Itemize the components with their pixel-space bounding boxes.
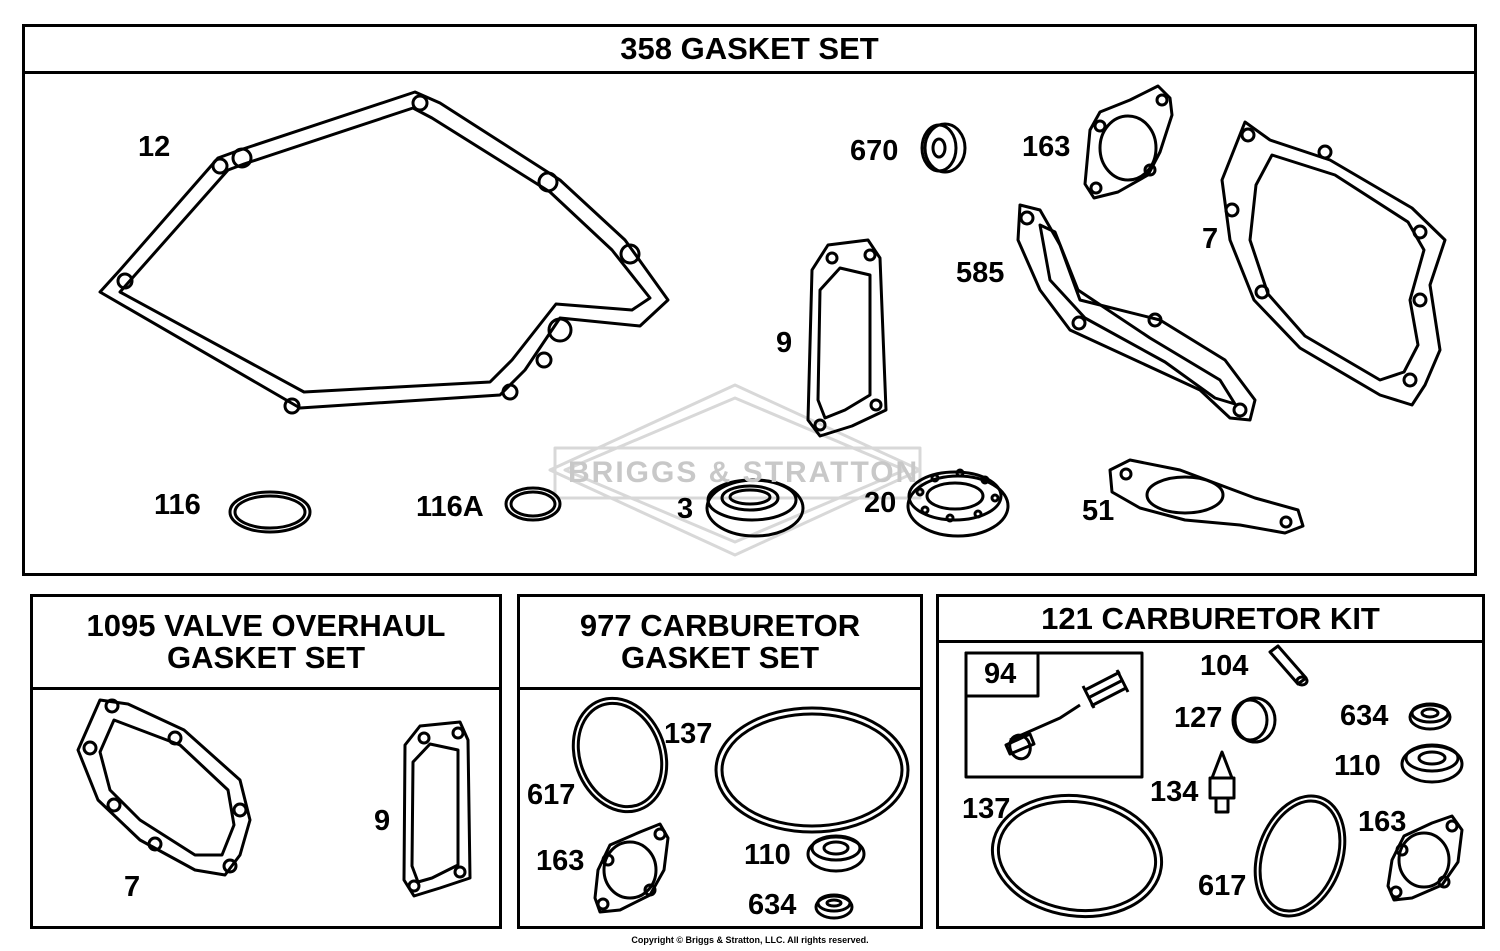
gasket-137-kit (990, 793, 1164, 919)
gasket-585 (1016, 203, 1257, 422)
gasket-163-top (1083, 84, 1174, 200)
copyright-notice: Copyright © Briggs & Stratton, LLC. All … (631, 935, 869, 945)
crankcase-gasket-12 (98, 90, 670, 415)
label-163-kit: 163 (1358, 806, 1407, 838)
label-137-977: 137 (664, 718, 713, 750)
label-127: 127 (1174, 702, 1223, 734)
head-gasket-7-top (1220, 120, 1447, 407)
label-617-kit: 617 (1198, 870, 1247, 902)
washer-634-kit (1408, 702, 1452, 731)
label-20: 20 (864, 487, 897, 519)
label-670: 670 (850, 135, 899, 167)
label-163-top: 163 (1022, 131, 1071, 163)
seal-20 (906, 468, 1010, 538)
gasket-137-977 (714, 706, 910, 834)
label-94: 94 (984, 658, 1017, 690)
panel-title-text: 121 CARBURETOR KIT (1041, 600, 1380, 636)
washer-670 (920, 122, 967, 174)
panel-title-line2: GASKET SET (166, 640, 366, 675)
needle-valve-94 (1004, 669, 1130, 761)
needle-valve-box-94 (964, 651, 1144, 779)
panel-title: 358 GASKET SET (25, 27, 1474, 74)
head-gasket-7-valve (76, 698, 252, 877)
oil-seal-3 (705, 478, 805, 538)
label-137-kit: 137 (962, 793, 1011, 825)
needle-134 (1208, 750, 1236, 814)
label-51: 51 (1082, 495, 1115, 527)
label-104: 104 (1200, 650, 1249, 682)
label-9-valve: 9 (374, 805, 391, 837)
panel-title-line2: GASKET SET (620, 640, 820, 675)
panel-1095-valve-overhaul: 1095 VALVE OVERHAUL GASKET SET (30, 594, 502, 929)
panel-title: 121 CARBURETOR KIT (939, 597, 1482, 643)
label-9-top: 9 (776, 327, 793, 359)
plug-127 (1231, 696, 1277, 744)
label-7-valve: 7 (124, 871, 141, 903)
label-134: 134 (1150, 776, 1199, 808)
gasket-51 (1108, 458, 1305, 535)
panel-title-text: 358 GASKET SET (620, 31, 879, 66)
label-7-top: 7 (1202, 223, 1219, 255)
label-634-kit: 634 (1340, 700, 1389, 732)
needle-valve-tag-94 (964, 651, 1040, 698)
label-585: 585 (956, 257, 1005, 289)
label-3: 3 (677, 493, 694, 525)
panel-121-carburetor-kit: 121 CARBURETOR KIT (936, 594, 1485, 929)
label-116a: 116A (416, 491, 484, 523)
watermark-logo (548, 383, 922, 557)
gasket-617-977 (571, 696, 669, 814)
washer-110-977 (806, 834, 866, 873)
panel-title-line1: 977 CARBURETOR (579, 608, 861, 643)
washer-110-kit (1400, 743, 1464, 784)
rocker-gasket-9-top (806, 238, 888, 438)
panel-title: 1095 VALVE OVERHAUL GASKET SET (33, 597, 499, 690)
panel-977-carburetor-gasket: 977 CARBURETOR GASKET SET (517, 594, 923, 929)
o-ring-116 (228, 490, 312, 534)
panel-358-gasket-set: 358 GASKET SET (22, 24, 1477, 576)
label-12: 12 (138, 131, 171, 163)
label-116: 116 (154, 489, 201, 521)
o-ring-116a (504, 486, 562, 522)
rocker-gasket-9-valve (402, 720, 472, 898)
label-163-977: 163 (536, 845, 585, 877)
gasket-163-977 (593, 822, 670, 914)
label-617-977: 617 (527, 779, 576, 811)
gasket-617-kit (1253, 794, 1347, 918)
panel-title: 977 CARBURETOR GASKET SET (520, 597, 920, 690)
watermark-text: BRIGGS & STRATTON (568, 456, 920, 489)
panel-title-line1: 1095 VALVE OVERHAUL (86, 608, 446, 643)
label-110-kit: 110 (1334, 750, 1381, 782)
label-110-977: 110 (744, 839, 791, 871)
washer-634-977 (814, 893, 854, 920)
gasket-163-kit (1386, 814, 1464, 902)
pin-104 (1268, 644, 1309, 687)
label-634-977: 634 (748, 889, 797, 921)
